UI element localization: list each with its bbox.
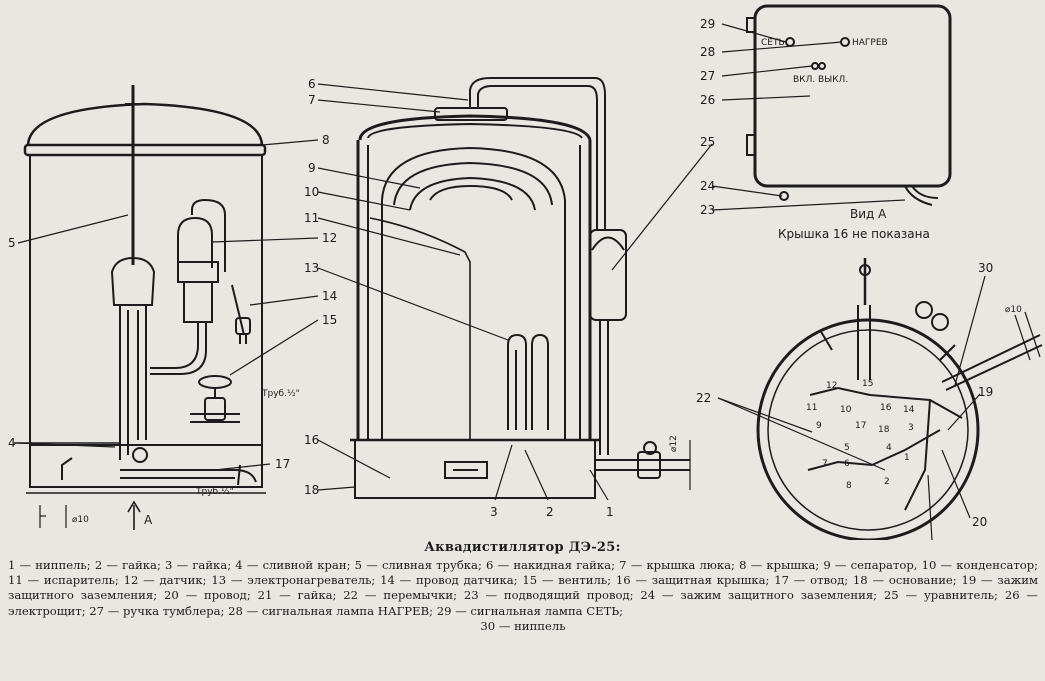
legend-item: 18 — основание; [852,573,957,588]
terminal-number: 8 [846,481,852,491]
callout-4: 4 [8,436,16,450]
callout-5: 5 [8,236,16,250]
callout-19: 19 [978,385,993,399]
callout-9: 9 [308,161,316,175]
panel-heat-label: НАГРЕВ [852,38,888,48]
legend-item: 27 — ручка тумблера; [89,603,225,618]
control-panel-view-a [746,4,952,206]
legend: 1 — ниппель; 2 — гайка; 3 — гайка; 4 — с… [8,558,1038,634]
cover-note: Крышка 16 не показана [778,227,930,241]
legend-item: 14 — провод датчика; [380,573,518,588]
callout-10: 10 [304,185,319,199]
terminal-number: 10 [840,405,852,415]
legend-item: 10 — конденсатор; [921,558,1039,572]
terminal-bottom-view [756,258,1043,540]
arrow-a-label: А [144,513,153,527]
left-exterior-view [14,85,267,530]
legend-item: 3 — гайка; [165,558,232,572]
leader-lines [17,23,986,540]
legend-item: 9 — сепаратор, [823,558,918,572]
terminal-number: 6 [844,459,850,469]
terminal-number: 9 [816,421,822,431]
dim-12: ⌀12 [669,435,679,452]
section-view [350,77,691,499]
callout-30: 30 [978,261,993,275]
legend-item: 29 — сигнальная лампа СЕТЬ; [436,603,624,618]
callout-2: 2 [546,505,554,519]
legend-item: 26 — электрощит; [8,588,1039,618]
legend-item: 24 — зажим защитного заземления; [640,588,878,603]
callout-6: 6 [308,77,316,91]
callout-3: 3 [490,505,498,519]
legend-last-item: 30 — ниппель [480,618,566,633]
terminal-number: 15 [862,379,873,389]
callout-20: 20 [972,515,987,529]
legend-item: 16 — защитная крышка; [615,573,770,588]
terminal-number: 12 [826,381,837,391]
distiller-diagram: 5 4 8 12 14 15 17 6 7 9 10 11 13 16 18 3… [8,4,1043,540]
dim-10-left: ⌀10 [72,515,89,525]
terminal-number: 7 [822,459,828,469]
callout-14: 14 [322,289,337,303]
callout-25: 25 [700,135,715,149]
terminal-number: 11 [806,403,817,413]
legend-item: 7 — крышка люка; [619,558,735,572]
legend-item: 25 — уравнитель; [883,588,998,603]
legend-item: 12 — датчик; [123,573,207,588]
terminal-number: 5 [844,443,850,453]
terminal-number: 3 [908,423,914,433]
callout-24: 24 [700,179,715,193]
callout-15: 15 [322,313,337,327]
callout-17: 17 [275,457,290,471]
legend-item: 23 — подводящий провод; [463,588,634,603]
legend-item: 15 — вентиль; [522,573,612,588]
callout-1: 1 [606,505,614,519]
callout-18: 18 [304,483,319,497]
callout-7: 7 [308,93,316,107]
legend-item: 13 — электронагреватель; [211,573,376,588]
callout-22: 22 [696,391,711,405]
terminal-number: 17 [855,421,866,431]
callout-23: 23 [700,203,715,217]
panel-switch-label: ВКЛ. ВЫКЛ. [793,75,848,85]
legend-item: 1 — ниппель; [8,558,91,572]
legend-item: 5 — сливная трубка; [354,558,482,572]
callout-26: 26 [700,93,715,107]
callout-21: 21 [926,539,941,540]
caption-title: Аквадистиллятор ДЭ-25: [424,540,621,555]
legend-item: 22 — перемычки; [343,588,458,603]
legend-item: 8 — крышка; [739,558,820,572]
callout-8: 8 [322,133,330,147]
view-a-title: Вид А [850,207,887,221]
terminal-number: 4 [886,443,892,453]
terminal-number: 14 [903,405,915,415]
callout-27: 27 [700,69,715,83]
panel-net-label: СЕТЬ [761,38,785,48]
legend-item: 11 — испаритель; [8,573,119,588]
terminal-number: 16 [880,403,892,413]
legend-item: 28 — сигнальная лампа НАГРЕВ; [228,603,433,618]
legend-item: 6 — накидная гайка; [486,558,615,572]
legend-item: 17 — отвод; [774,573,849,588]
callout-13: 13 [304,261,319,275]
callout-29: 29 [700,17,715,31]
legend-item: 2 — гайка; [94,558,161,572]
callout-12: 12 [322,231,337,245]
legend-item: 4 — сливной кран; [235,558,351,572]
pipe-label-bottom: Труб.½" [195,487,234,497]
callout-28: 28 [700,45,715,59]
pipe-label-top: Труб.½" [261,389,300,399]
callout-16: 16 [304,433,319,447]
legend-item: 19 — зажим защитного заземления; [8,573,1039,603]
terminal-number: 18 [878,425,890,435]
dim-10-right: ⌀10 [1005,305,1022,315]
terminal-number: 2 [884,477,890,487]
terminal-number: 1 [904,453,910,463]
legend-item: 20 — провод; [163,588,251,603]
legend-item: 21 — гайка; [257,588,337,603]
callout-11: 11 [304,211,319,225]
